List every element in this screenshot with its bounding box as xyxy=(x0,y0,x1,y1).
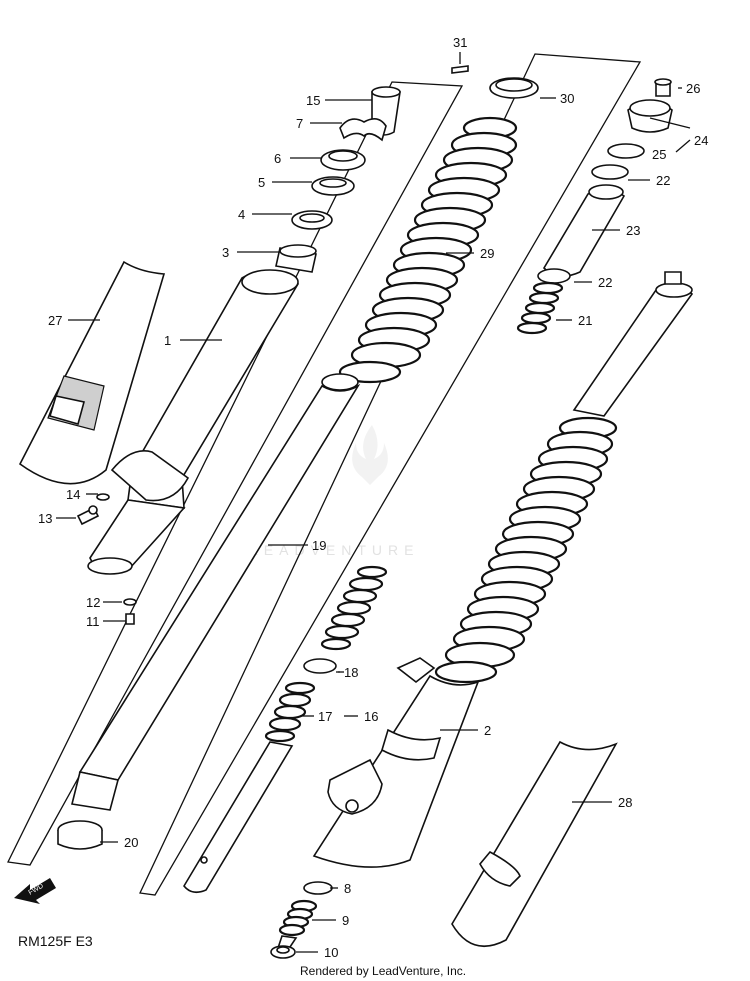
callout-22-upper: 22 xyxy=(656,173,670,188)
footer-credit: Rendered by LeadVenture, Inc. xyxy=(300,964,466,978)
callout-7: 7 xyxy=(296,116,303,131)
callout-23: 23 xyxy=(626,223,640,238)
callout-8: 8 xyxy=(344,881,351,896)
part-4-ring xyxy=(291,210,333,230)
callout-14: 14 xyxy=(66,487,80,502)
callout-31: 31 xyxy=(453,35,467,50)
part-2-fork-leg xyxy=(312,271,694,868)
part-24-cap-assembly xyxy=(627,99,673,133)
part-27-fork-guard xyxy=(18,260,166,485)
callout-19: 19 xyxy=(312,538,326,553)
callout-20: 20 xyxy=(124,835,138,850)
part-5-washer xyxy=(311,176,355,196)
part-28-fork-guard xyxy=(451,740,618,948)
part-17-cylinder xyxy=(183,681,316,894)
part-18-ring xyxy=(303,658,337,674)
watermark-text: LEADVENTURE xyxy=(250,542,419,558)
part-6-seal xyxy=(320,149,366,171)
callout-4: 4 xyxy=(238,207,245,222)
part-7-clip xyxy=(339,118,387,142)
callout-5: 5 xyxy=(258,175,265,190)
part-12-washer xyxy=(123,598,137,606)
callout-17: 17 xyxy=(318,709,332,724)
callout-2: 2 xyxy=(484,723,491,738)
callout-1: 1 xyxy=(164,333,171,348)
part-26-valve xyxy=(654,78,672,97)
part-29-bellows xyxy=(338,116,518,384)
callout-3: 3 xyxy=(222,245,229,260)
part-8-washer xyxy=(303,881,333,895)
callout-21: 21 xyxy=(578,313,592,328)
callout-30: 30 xyxy=(560,91,574,106)
callout-15: 15 xyxy=(306,93,320,108)
part-9-bolt xyxy=(276,899,318,951)
callout-6: 6 xyxy=(274,151,281,166)
callout-12: 12 xyxy=(86,595,100,610)
part-14-washer xyxy=(96,493,110,501)
callout-22-lower: 22 xyxy=(598,275,612,290)
part-30-clamp xyxy=(489,77,539,99)
watermark-logo xyxy=(352,425,388,485)
part-22-washer-lower xyxy=(537,268,571,284)
callout-18: 18 xyxy=(344,665,358,680)
leader-lines xyxy=(56,52,691,953)
fwd-arrow-icon: FWD xyxy=(14,878,56,904)
callout-16: 16 xyxy=(364,709,378,724)
part-10-nut xyxy=(270,945,296,959)
part-25-o-ring xyxy=(607,143,645,159)
callout-27: 27 xyxy=(48,313,62,328)
part-21-spring xyxy=(516,281,564,335)
callout-labels: 31 15 7 6 5 4 3 1 27 14 13 12 11 19 20 3… xyxy=(38,35,708,960)
callout-28: 28 xyxy=(618,795,632,810)
part-13-bolt xyxy=(76,505,100,526)
part-1-outer-tube xyxy=(87,269,300,575)
part-20-ring xyxy=(57,820,103,850)
part-11-bolt xyxy=(125,613,135,625)
part-22-washer-upper xyxy=(591,164,629,180)
callout-26: 26 xyxy=(686,81,700,96)
part-16-spring xyxy=(320,565,388,651)
callout-11: 11 xyxy=(86,614,100,629)
part-23-spacer xyxy=(542,184,626,277)
callout-24: 24 xyxy=(694,133,708,148)
callout-13: 13 xyxy=(38,511,52,526)
part-31-screw xyxy=(451,65,469,74)
callout-10: 10 xyxy=(324,945,338,960)
part-3-bushing xyxy=(275,244,317,273)
callout-9: 9 xyxy=(342,913,349,928)
center-assembly-frame xyxy=(139,53,642,896)
part-19-inner-tube xyxy=(71,373,361,811)
callout-25: 25 xyxy=(652,147,666,162)
callout-29: 29 xyxy=(480,246,494,261)
diagram-code: RM125F E3 xyxy=(18,933,93,949)
